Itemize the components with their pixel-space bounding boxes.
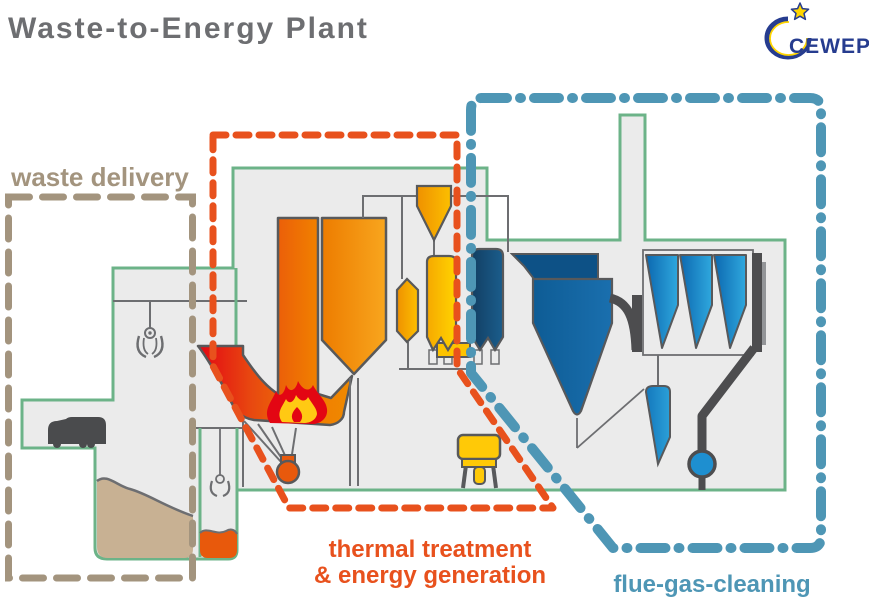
flue-gas-zone-border xyxy=(466,93,826,553)
induced-draft-fan xyxy=(687,345,758,490)
thermal-treatment-label-line1: thermal treatment xyxy=(329,536,532,563)
thermal-treatment-zone-border xyxy=(209,131,557,512)
bag-filter xyxy=(632,249,766,356)
grab-crane-icon xyxy=(136,301,164,359)
boiler-pass-2 xyxy=(320,216,388,376)
thermal-treatment-label-line2: & energy generation xyxy=(314,562,546,589)
spray-absorber xyxy=(509,253,645,449)
page-title: Waste-to-Energy Plant xyxy=(8,12,369,45)
ash-discharger xyxy=(275,454,301,485)
steam-turbine xyxy=(456,433,502,489)
flue-gas-cleaning-label: flue-gas-cleaning xyxy=(613,571,810,598)
cewep-logo: CEWEP xyxy=(764,2,869,60)
furnace-flame-icon xyxy=(266,381,328,424)
delivery-truck-icon xyxy=(48,417,106,448)
logo-crescent-icon xyxy=(764,16,812,60)
dosing-vessel xyxy=(395,277,420,344)
sorbent-silo xyxy=(644,385,671,468)
waste-bunker-pile xyxy=(96,477,194,558)
logo-text: CEWEP xyxy=(789,35,869,58)
waste-delivery-label: waste delivery xyxy=(10,162,189,192)
slag-discharge xyxy=(199,528,238,558)
slag-crane-icon xyxy=(209,429,231,498)
boiler-downcomer xyxy=(349,378,359,486)
cyclone-separator xyxy=(415,184,453,243)
waste-delivery-zone-border xyxy=(5,193,196,582)
logo-star-icon xyxy=(790,2,810,21)
heat-exchanger xyxy=(425,254,471,365)
